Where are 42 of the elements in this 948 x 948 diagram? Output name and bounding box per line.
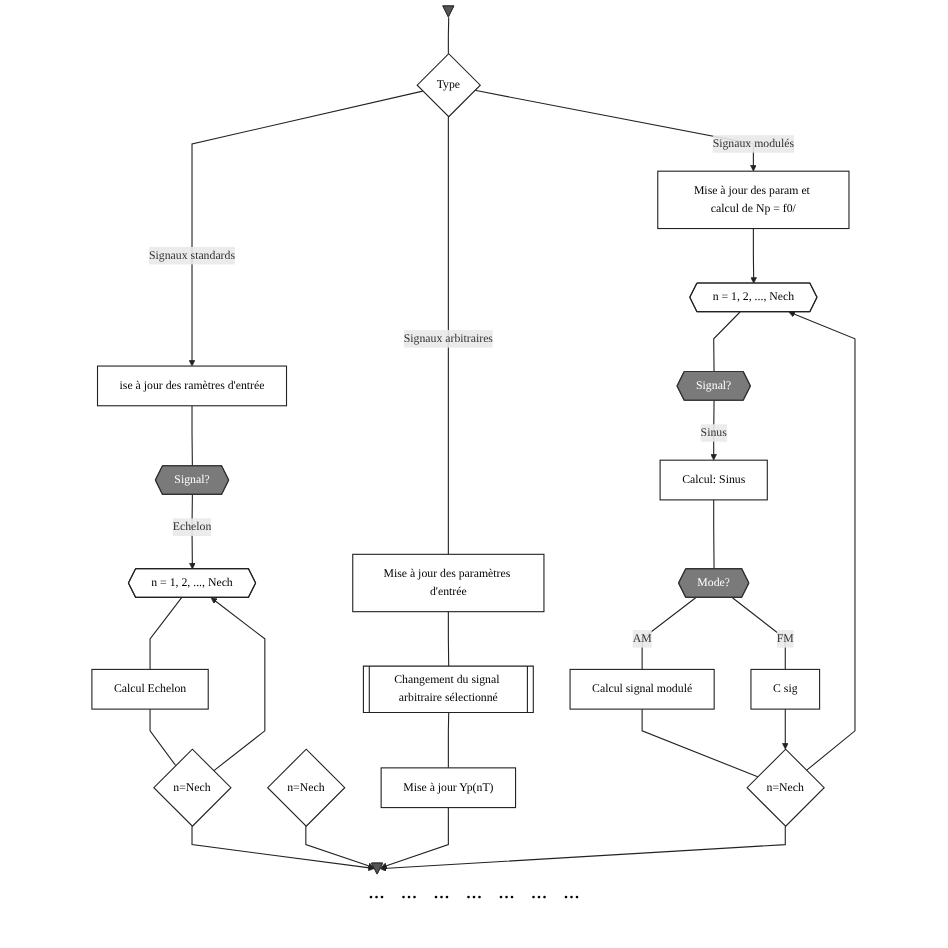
connector	[192, 405, 194, 467]
node-box	[660, 459, 769, 501]
ellipsis-mark: ...	[530, 880, 548, 904]
arrow	[189, 90, 424, 367]
node-box	[97, 365, 288, 407]
ellipsis-mark: ...	[498, 880, 515, 904]
ellipsis-mark: ...	[563, 880, 580, 904]
connector	[150, 597, 183, 670]
connector	[448, 712, 450, 769]
arrow	[381, 807, 450, 869]
arrow	[380, 825, 787, 872]
ellipsis-mark: ...	[368, 880, 385, 904]
arrow	[192, 825, 376, 871]
connector	[150, 708, 177, 767]
arrow	[211, 597, 266, 772]
connector	[448, 16, 450, 55]
connector	[732, 597, 787, 670]
arrow	[305, 825, 375, 869]
node-box	[657, 170, 851, 230]
arrow	[789, 311, 857, 771]
ellipsis-mark: ...	[433, 880, 450, 904]
ellipsis-mark: ...	[465, 880, 483, 904]
node-box	[352, 553, 546, 613]
node-box	[91, 668, 210, 710]
arrow	[751, 228, 758, 284]
node-box	[750, 668, 821, 710]
connector	[713, 311, 742, 373]
node-diamond	[416, 52, 482, 118]
arrow	[711, 400, 718, 461]
node-diamond	[267, 748, 347, 828]
node-box	[570, 668, 716, 710]
connector	[448, 611, 450, 668]
node-diamond	[746, 748, 826, 828]
node-diamond	[153, 748, 233, 828]
connector	[642, 708, 759, 778]
node-box	[381, 767, 517, 809]
ellipsis-mark: ...	[400, 880, 418, 904]
connector	[642, 597, 697, 670]
connector	[448, 116, 450, 555]
arrow	[189, 494, 197, 570]
connector	[713, 499, 716, 570]
arrow	[782, 708, 790, 750]
